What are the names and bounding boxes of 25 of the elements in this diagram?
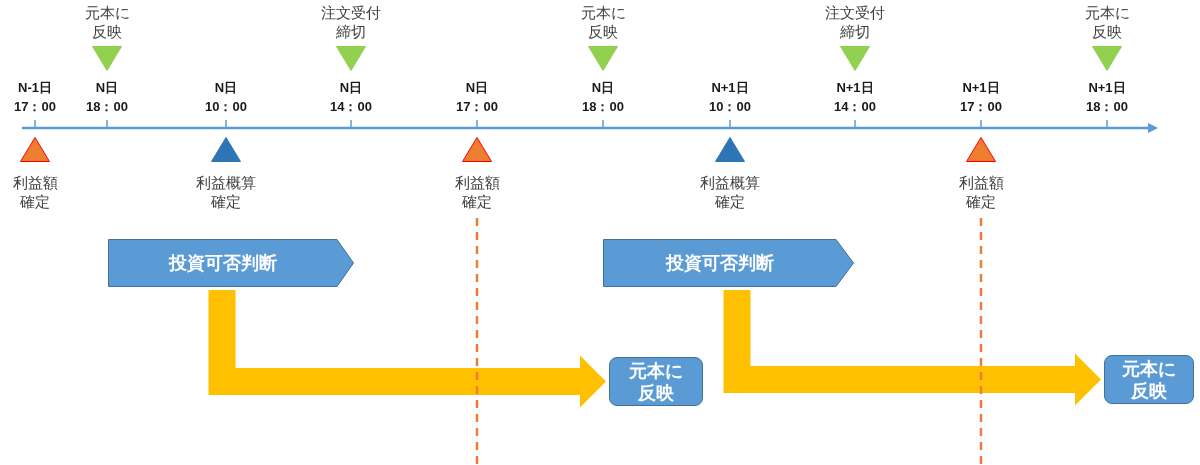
tick-label: N日 10：00 xyxy=(204,79,248,116)
event-label: 利益額確定 xyxy=(12,173,58,211)
tick-label: N+1日 18：00 xyxy=(1085,79,1129,116)
rounded-box: 元本に反映 xyxy=(609,357,703,406)
event-label: 利益概算確定 xyxy=(699,173,761,211)
event-label: 利益額確定 xyxy=(454,173,500,211)
event-label: 元本に反映 xyxy=(84,3,130,41)
tick-label: N日 17：00 xyxy=(455,79,499,116)
tick-label: N+1日 10：00 xyxy=(708,79,752,116)
event-label: 利益額確定 xyxy=(958,173,1004,211)
pentagon-banner: 投資可否判断 xyxy=(603,239,854,287)
rounded-box: 元本に反映 xyxy=(1104,355,1194,404)
pentagon-banner: 投資可否判断 xyxy=(108,239,354,287)
tick-label: N-1日 17：00 xyxy=(13,79,57,116)
event-label: 利益概算確定 xyxy=(195,173,257,211)
tick-label: N日 18：00 xyxy=(581,79,625,116)
block-arrow xyxy=(723,290,1101,406)
event-label: 注文受付締切 xyxy=(320,3,382,41)
event-label: 注文受付締切 xyxy=(824,3,886,41)
event-label: 元本に反映 xyxy=(580,3,626,41)
tick-label: N+1日 14：00 xyxy=(833,79,877,116)
tick-label: N+1日 17：00 xyxy=(959,79,1003,116)
tick-label: N日 18：00 xyxy=(85,79,129,116)
event-label: 元本に反映 xyxy=(1084,3,1130,41)
tick-label: N日 14：00 xyxy=(329,79,373,116)
